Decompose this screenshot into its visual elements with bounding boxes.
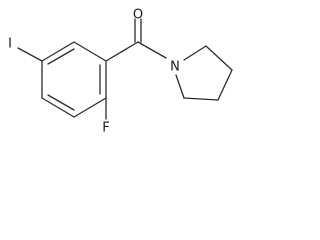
bond-ring-to-carbonyl bbox=[105, 41, 139, 62]
nitrogen-label: N bbox=[170, 60, 180, 75]
iodine-label: I bbox=[8, 37, 12, 52]
pyrrolidine-bond-c2-c3 bbox=[217, 69, 233, 101]
pyrrolidine-bond-c1-c2 bbox=[205, 45, 233, 71]
structure-canvas: O N F I bbox=[0, 0, 246, 138]
ring-bond-c5-c6 bbox=[41, 41, 75, 62]
oxygen-label: O bbox=[133, 8, 143, 23]
bond-carbonyl-to-nitrogen bbox=[137, 41, 167, 59]
ring-double-bond-c3-c4 bbox=[47, 94, 75, 111]
ring-bond-c2-c3 bbox=[73, 97, 107, 118]
carbonyl-group bbox=[105, 18, 167, 62]
ring-double-bond-c5-c6 bbox=[47, 48, 75, 65]
benzene-ring bbox=[41, 41, 107, 118]
pyrrolidine-bond-c4-n bbox=[175, 74, 185, 99]
ring-bond-c3-c4 bbox=[41, 97, 75, 118]
pyrrolidine-bond-c3-c4 bbox=[183, 97, 219, 101]
ring-bond-c6-c1 bbox=[73, 41, 107, 62]
molecule-structure: O N F I bbox=[8, 8, 233, 136]
fluorine-label: F bbox=[102, 121, 109, 136]
pyrrolidine-bond-n-c1 bbox=[183, 45, 207, 61]
bond-ring-to-iodine bbox=[17, 47, 43, 62]
pyrrolidine-ring bbox=[175, 45, 233, 101]
